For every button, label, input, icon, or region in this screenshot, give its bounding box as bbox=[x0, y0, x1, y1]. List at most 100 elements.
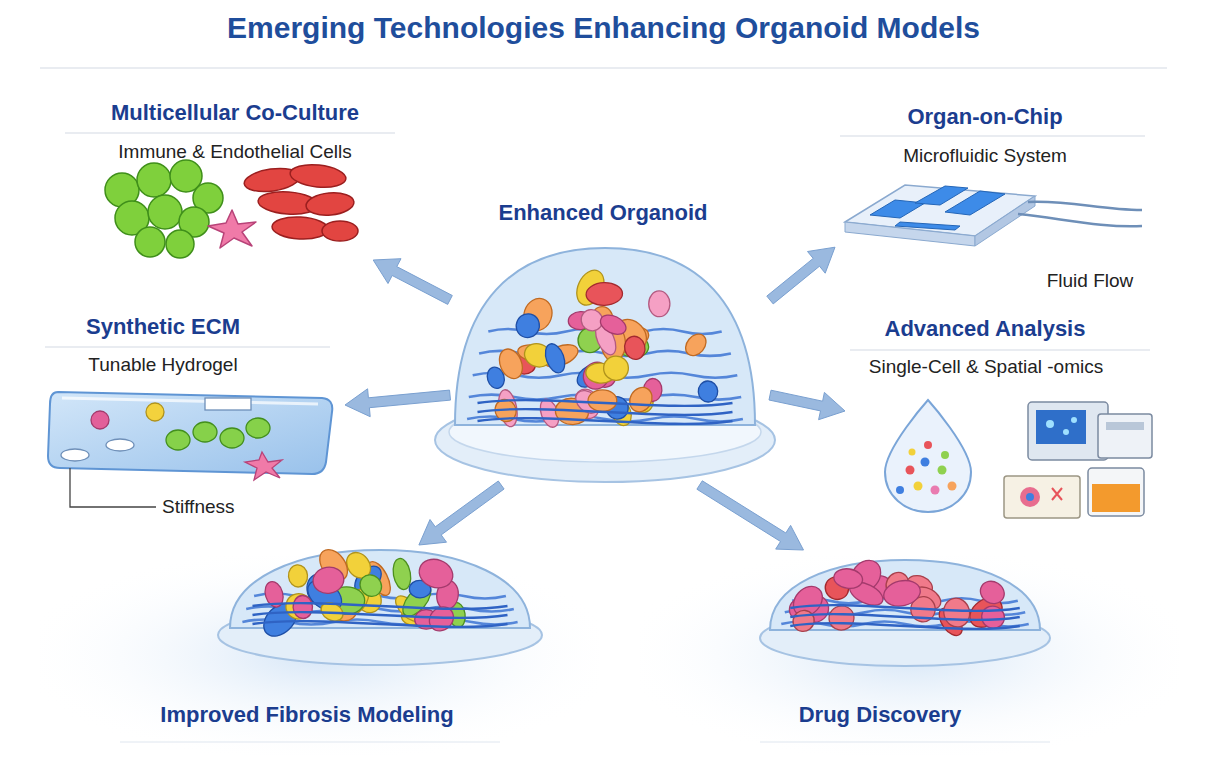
fiber bbox=[478, 409, 733, 415]
hydrogel-slab-part-part bbox=[193, 422, 217, 442]
fiber bbox=[790, 623, 1020, 629]
panel-subtitle: Immune & Endothelial Cells bbox=[118, 141, 351, 164]
co-culture-cells-part bbox=[105, 160, 223, 258]
analysis-icons-part bbox=[1036, 410, 1086, 444]
background-glow-part bbox=[40, 555, 600, 755]
background-glow bbox=[40, 555, 1180, 755]
analysis-icons-part-part bbox=[931, 486, 940, 495]
cell-blob bbox=[833, 567, 864, 590]
hydrogel-slab-part bbox=[61, 398, 282, 480]
analysis-icons-part-part bbox=[906, 466, 915, 475]
flow-arrow bbox=[769, 390, 845, 420]
fiber bbox=[478, 418, 733, 424]
fiber bbox=[790, 614, 1020, 620]
co-culture-cells-part-part bbox=[148, 195, 182, 229]
flow-arrow bbox=[767, 247, 835, 304]
fiber bbox=[790, 605, 1020, 611]
cell-blob bbox=[512, 310, 543, 342]
cell-blob bbox=[597, 311, 629, 338]
microfluidic-chip-part-part bbox=[915, 186, 968, 205]
co-culture-cells-part-part bbox=[166, 230, 194, 258]
cell-blob bbox=[698, 381, 718, 403]
organoid-center bbox=[435, 248, 775, 482]
analysis-icons-part bbox=[1052, 488, 1062, 500]
flow-arrow bbox=[345, 389, 451, 417]
analysis-icons-part bbox=[1026, 493, 1034, 501]
analysis-icons-part-part bbox=[896, 486, 904, 494]
panel-heading: Enhanced Organoid bbox=[498, 200, 707, 226]
analysis-icons-part bbox=[1020, 487, 1040, 507]
hydrogel-slab bbox=[48, 392, 332, 507]
technology-panel: Synthetic ECM Tunable Hydrogel bbox=[45, 308, 345, 490]
panel-subtitle: Tunable Hydrogel bbox=[88, 354, 237, 377]
microfluidic-chip-part bbox=[1028, 202, 1142, 210]
hydrogel-slab-part bbox=[48, 392, 332, 474]
cell-blob bbox=[789, 606, 819, 635]
organoid-drug bbox=[760, 554, 1050, 666]
background-glow-part bbox=[760, 742, 1050, 743]
cell-blob bbox=[356, 570, 386, 600]
divider-line bbox=[40, 68, 1167, 350]
cell-blob bbox=[648, 291, 670, 317]
divider-line-part bbox=[45, 346, 330, 347]
technology-panel: Multicellular Co-CultureImmune & Endothe… bbox=[65, 95, 400, 260]
analysis-icons-part-part bbox=[921, 458, 930, 467]
cell-blob bbox=[622, 334, 648, 362]
hydrogel-slab-part-part bbox=[166, 430, 190, 450]
divider-line-part bbox=[65, 132, 395, 133]
annotation-label: Fluid Flow bbox=[1047, 270, 1134, 293]
divider-line-part bbox=[40, 67, 1167, 68]
panel-heading: Synthetic ECM bbox=[86, 314, 240, 340]
hydrogel-slab-part bbox=[70, 468, 156, 507]
microfluidic-chip-part bbox=[845, 222, 975, 246]
flow-arrow bbox=[373, 259, 452, 305]
cell-blob bbox=[976, 577, 1008, 608]
panel-heading: Advanced Analysis bbox=[885, 316, 1086, 342]
technology-panel: Drug Discovery bbox=[760, 550, 1050, 735]
analysis-icons-part bbox=[1106, 422, 1144, 430]
microfluidic-chip-part-part bbox=[945, 191, 1005, 215]
cell-blob bbox=[495, 345, 527, 382]
co-culture-cells-part-part bbox=[289, 162, 347, 190]
fiber bbox=[253, 621, 508, 627]
analysis-icons-part bbox=[896, 441, 957, 495]
cell-blob bbox=[681, 330, 710, 360]
microfluidic-chip-part bbox=[870, 186, 1005, 230]
hydrogel-slab-part-part bbox=[246, 418, 270, 438]
analysis-icons-part-part bbox=[941, 451, 949, 459]
analysis-icons-part bbox=[1046, 420, 1054, 428]
co-culture-cells-part-part bbox=[271, 216, 328, 241]
cell-blob bbox=[603, 356, 629, 381]
hydrogel-slab-part-part bbox=[146, 403, 164, 421]
panel-subtitle: Single-Cell & Spatial -omics bbox=[869, 356, 1103, 379]
divider-line-part bbox=[840, 135, 1145, 136]
analysis-icons-part-part bbox=[914, 482, 923, 491]
hydrogel-slab-part-part bbox=[205, 398, 251, 410]
panel-heading: Multicellular Co-Culture bbox=[111, 100, 359, 126]
microfluidic-chip bbox=[845, 185, 1142, 246]
panel-heading: Improved Fibrosis Modeling bbox=[160, 702, 453, 728]
hydrogel-slab-part-part bbox=[61, 449, 89, 461]
hydrogel-slab-part-part bbox=[220, 428, 244, 448]
co-culture-cells-part bbox=[208, 210, 256, 248]
microfluidic-chip-part-part bbox=[895, 222, 960, 230]
microfluidic-chip-part bbox=[1018, 214, 1142, 226]
organoid-fibrosis-part bbox=[242, 544, 517, 642]
background-glow-part bbox=[120, 742, 500, 743]
hydrogel-slab-part-part bbox=[91, 411, 109, 429]
central-organoid: Enhanced Organoid bbox=[450, 195, 770, 485]
cell-blob bbox=[941, 595, 973, 630]
analysis-icons-part bbox=[1004, 476, 1080, 518]
technology-panel: Advanced AnalysisSingle-Cell & Spatial -… bbox=[845, 308, 1165, 520]
fiber bbox=[253, 603, 508, 609]
panel-subtitle: Microfluidic System bbox=[903, 145, 1067, 168]
analysis-icons bbox=[885, 400, 1152, 518]
co-culture-cells-part bbox=[243, 162, 358, 241]
fiber bbox=[478, 400, 733, 406]
cell-blob bbox=[588, 390, 617, 412]
cell-blob bbox=[625, 383, 656, 416]
hydrogel-slab-part-part bbox=[245, 452, 282, 480]
analysis-icons-part-part bbox=[948, 482, 957, 491]
annotation-label: Stiffness bbox=[162, 496, 235, 519]
